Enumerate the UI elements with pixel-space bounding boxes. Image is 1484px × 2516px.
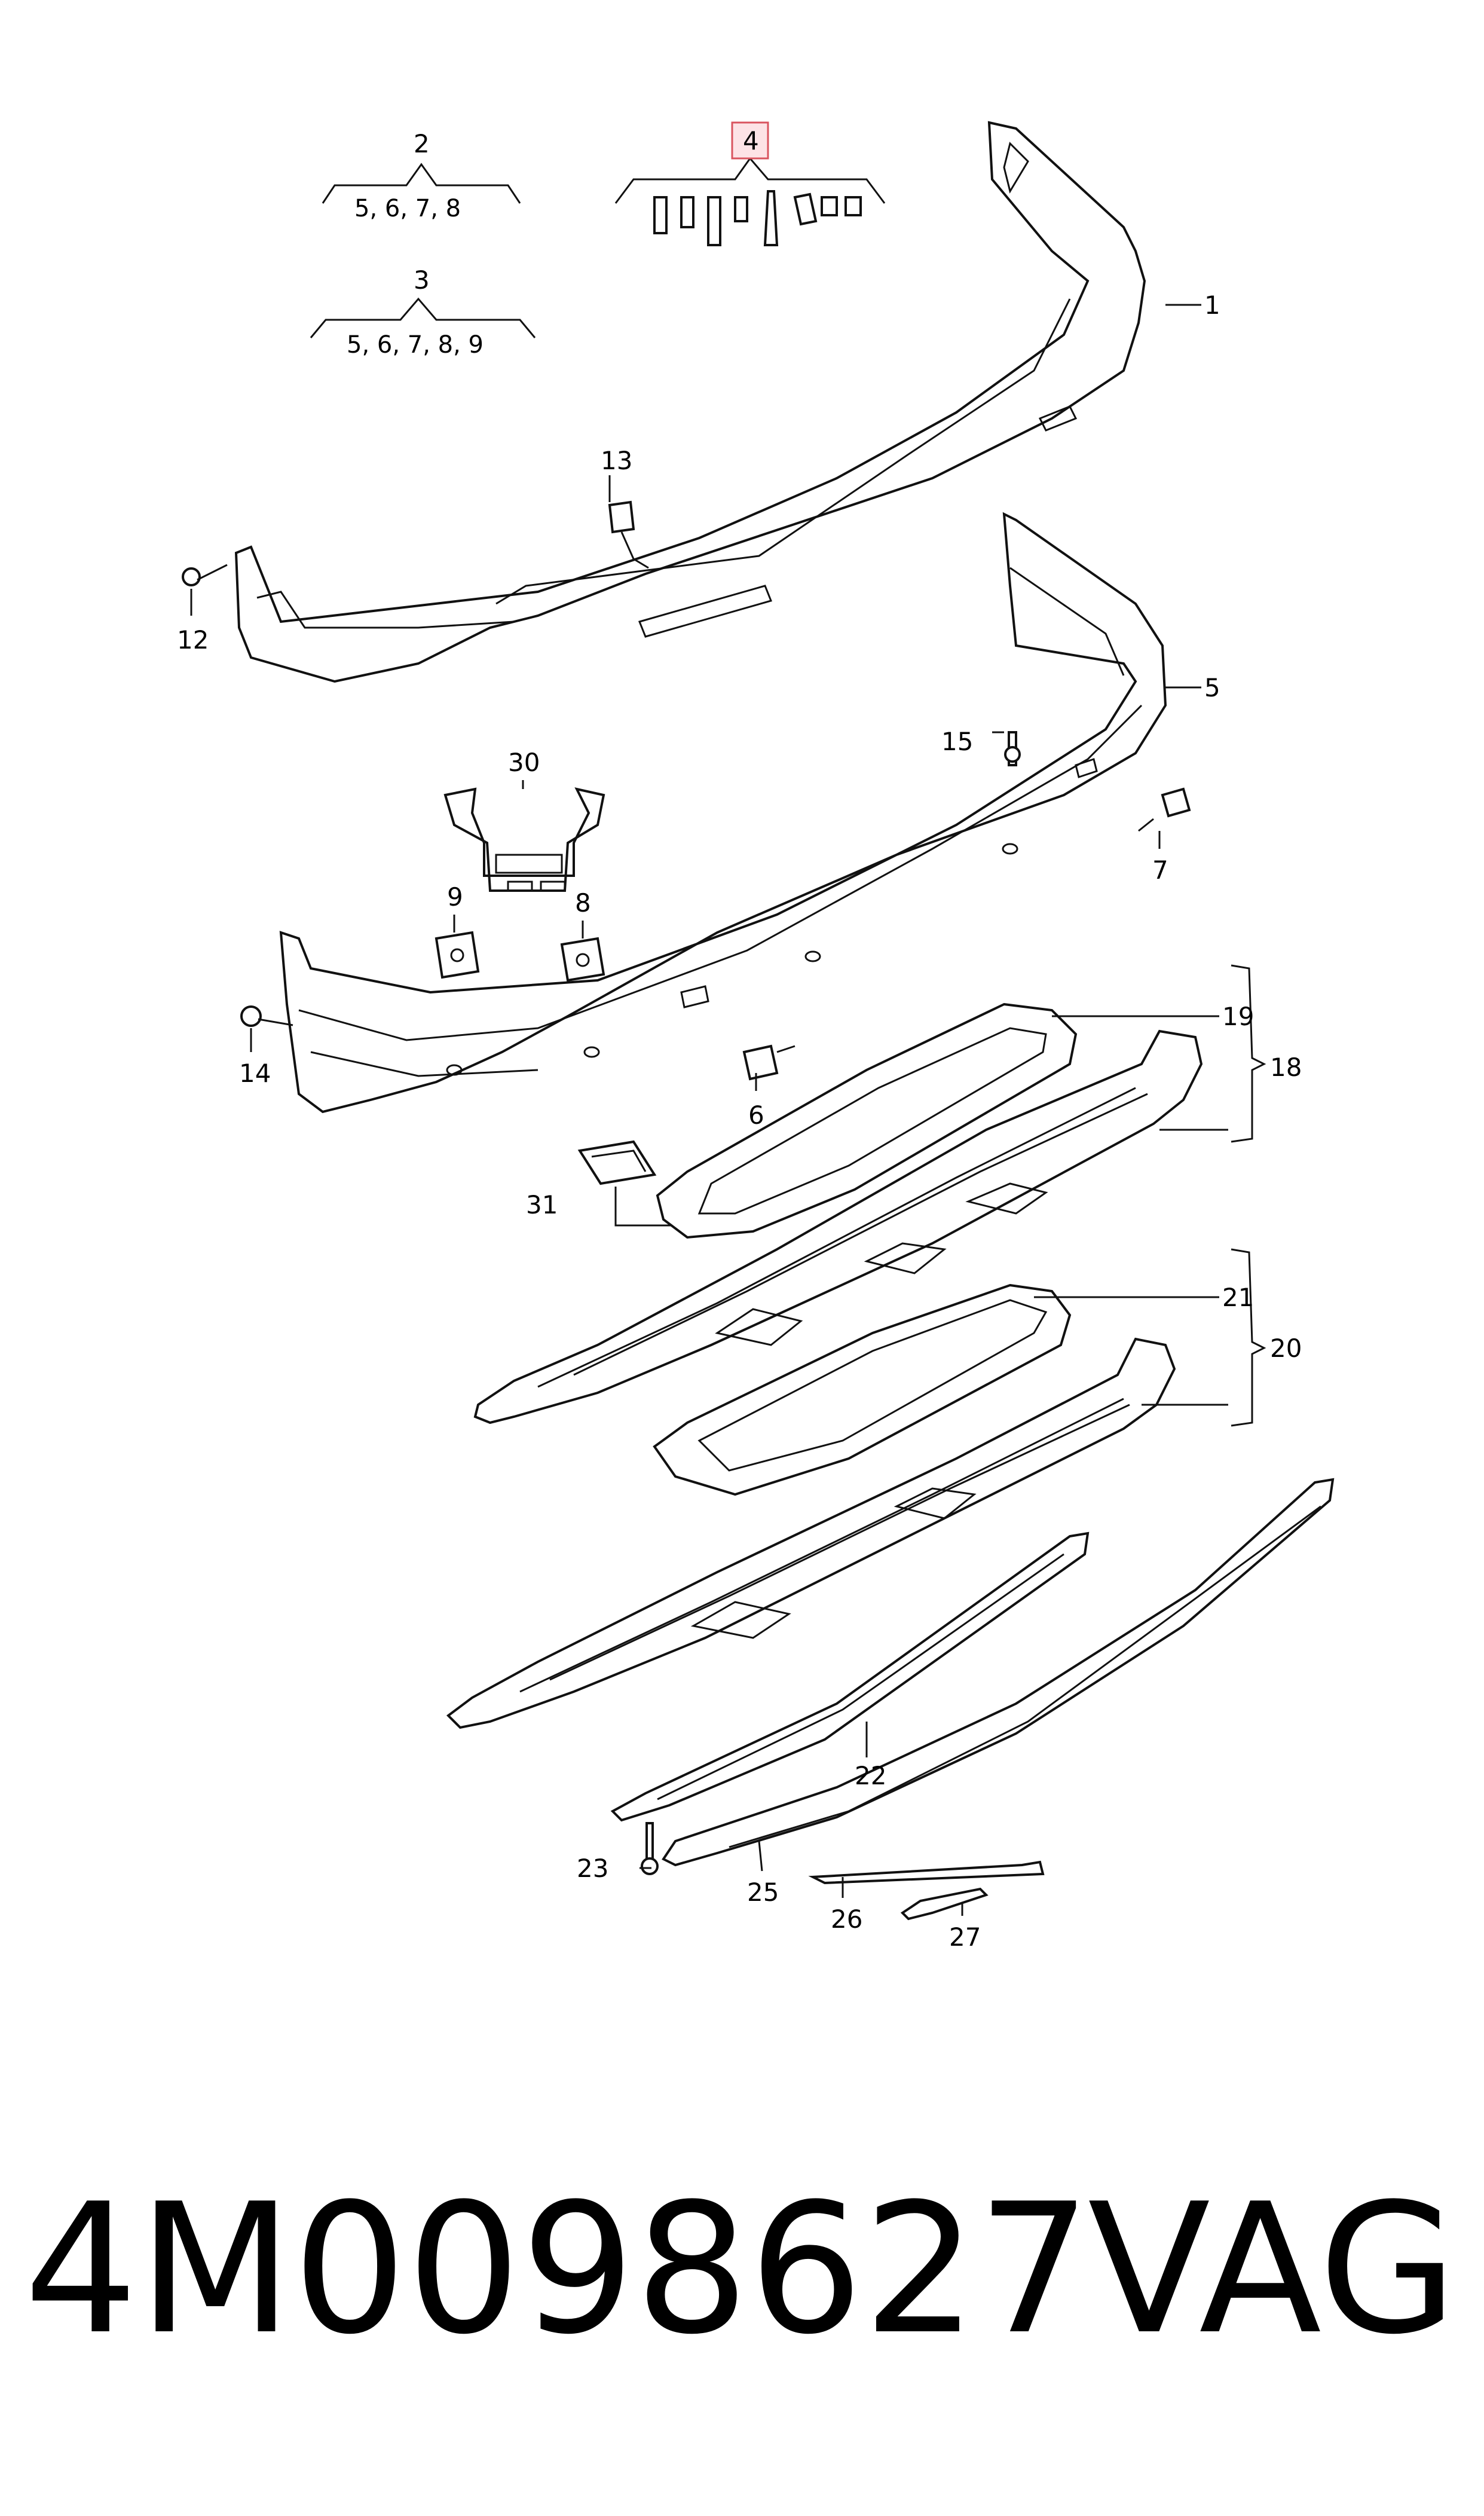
callout-12: 12 [177,625,209,655]
callout-22: 22 [855,1761,886,1790]
brace-20 [1231,1248,1266,1427]
callout-13: 13 [601,446,632,475]
part-30-bracket [443,787,605,892]
part-21-frame [653,1283,1072,1496]
part-5-bumper-lower [279,512,1167,1114]
callout-3: 3 [414,265,430,295]
brace-18 [1231,964,1266,1143]
part-7-cap [1138,787,1191,832]
leader-lines [190,304,1228,1916]
part-6-cap [742,1044,795,1081]
part-number: 4M0098627 [24,2165,1091,2374]
callout-2-subitems: 5, 6, 7, 8 [354,195,461,222]
part-8-clip [560,937,605,982]
callout-6: 6 [748,1100,764,1130]
part-19-frame [656,1002,1078,1239]
part-27-trim-piece [900,1887,989,1921]
callout-19: 19 [1222,1002,1254,1031]
callout-15: 15 [941,727,973,756]
part-22-trim-strip [610,1531,1090,1822]
callout-25: 25 [747,1878,779,1907]
callout-14: 14 [239,1059,271,1088]
brand-name: VAG [1088,2165,1457,2374]
brace-2 [322,163,521,204]
callout-4-highlight [731,121,769,160]
part-12-screw [182,564,228,586]
callout-27: 27 [949,1922,981,1952]
callout-8: 8 [575,888,591,918]
part-25-trim-strip [662,1478,1335,1867]
callout-7: 7 [1152,855,1168,885]
part-18-grille [473,1029,1203,1424]
callout-30: 30 [508,748,540,777]
part-13-clip [608,500,649,569]
callout-3-subitems: 5, 6, 7, 8, 9 [347,331,484,359]
part-26-trim-piece [808,1860,1045,1885]
part-1-bumper-cover [234,121,1146,683]
callout-31: 31 [526,1190,558,1219]
part-14-screw [240,1005,293,1027]
part-9-clip [435,931,480,979]
part-23-screw [641,1822,659,1875]
brace-3 [310,297,536,338]
callout-5: 5 [1204,673,1220,702]
part-20-grille [446,1337,1176,1729]
callout-2: 2 [414,129,430,158]
callout-4: 4 [743,126,759,155]
callout-18: 18 [1270,1053,1302,1082]
part-15-screw [1004,731,1021,766]
callout-1: 1 [1204,291,1220,320]
callout-21: 21 [1222,1283,1254,1312]
callout-20: 20 [1270,1334,1302,1363]
callout-23: 23 [577,1854,608,1883]
callout-9: 9 [447,882,463,912]
part-4-fastener-set [653,190,862,246]
callout-26: 26 [831,1904,862,1934]
